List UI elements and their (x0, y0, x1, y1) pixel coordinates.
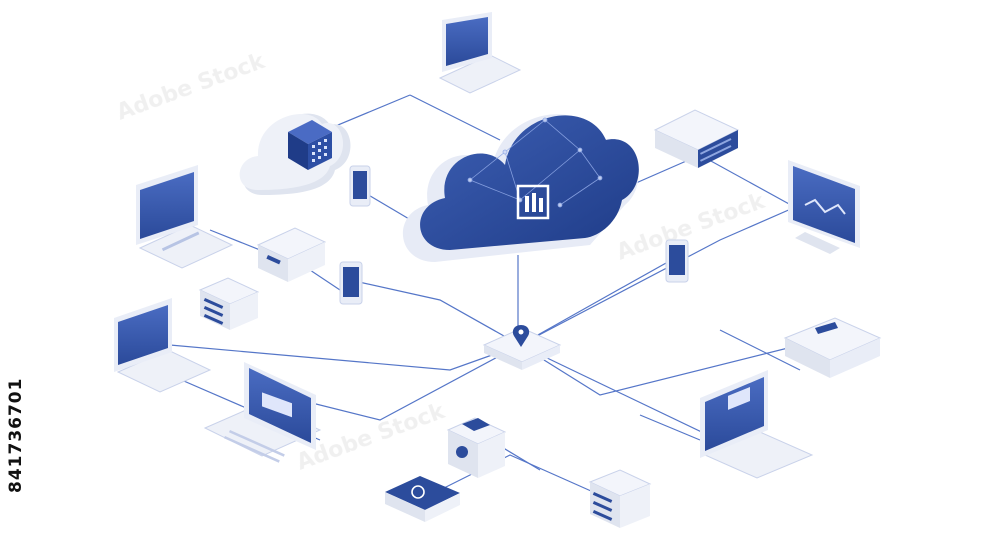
laptop-icon (700, 370, 814, 479)
storage-icon (198, 277, 260, 330)
printer-icon (256, 227, 327, 282)
monitor-icon (788, 160, 860, 254)
hub-icon (482, 325, 562, 370)
laptop-icon (136, 165, 234, 269)
laptop-icon (114, 298, 212, 393)
location-pin-icon (512, 325, 530, 347)
smartphone-icon (339, 261, 363, 305)
server-icon (446, 417, 507, 478)
router-icon (783, 317, 882, 378)
watermark-text: Adobe Stock (294, 399, 450, 476)
private-cloud-icon (239, 113, 351, 195)
router-icon (385, 476, 460, 522)
stock-image-id: 841736701 (6, 377, 26, 493)
building-icon (288, 120, 332, 170)
watermark-text: Adobe Stock (614, 189, 770, 266)
laptop-icon (203, 362, 322, 463)
smartphone-icon (665, 239, 689, 283)
server-icon (653, 109, 740, 168)
smartphone-icon (349, 165, 371, 207)
watermark-text: Adobe Stock (114, 49, 270, 126)
storage-icon (588, 469, 652, 528)
chart-icon (516, 184, 550, 220)
central-cloud-icon (402, 114, 639, 262)
laptop-icon (438, 12, 522, 94)
